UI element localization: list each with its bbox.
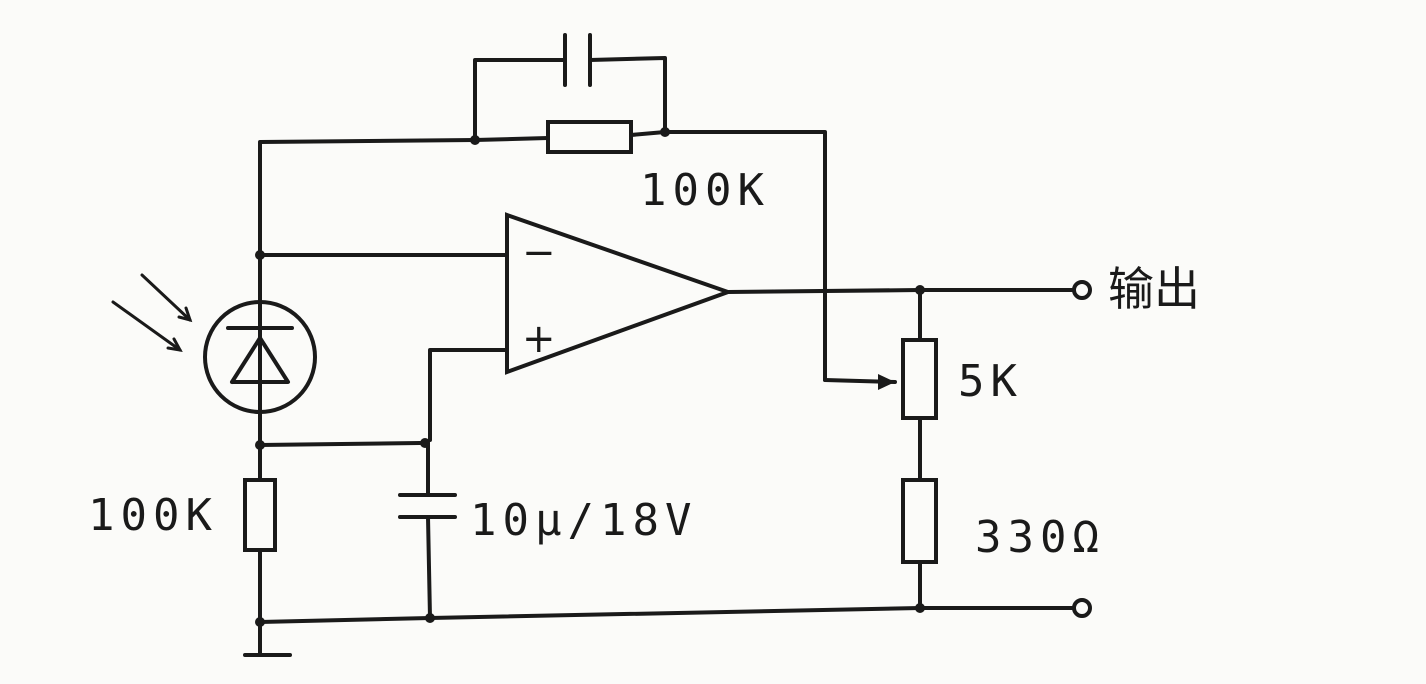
potentiometer-label: 5K (958, 356, 1023, 407)
feedback-cap-wire-right (588, 56, 667, 132)
feedback-resistor-lead-left (473, 136, 550, 142)
output-terminal (1072, 280, 1092, 300)
photodiode-icon (203, 300, 317, 414)
feedback-network (258, 33, 827, 447)
ground-icon (243, 620, 292, 657)
op-amp: − + (505, 212, 734, 375)
output-wire (726, 288, 1077, 294)
ground-rail (258, 606, 1077, 624)
feedback-capacitor-icon (563, 33, 592, 87)
resistor-330 (901, 478, 938, 564)
feedback-cap-wire-left (473, 58, 567, 142)
output-label: 输出 (1108, 262, 1200, 316)
resistor-330-label: 330Ω (975, 512, 1105, 563)
feedback-resistor (546, 120, 633, 154)
capacitor-label: 10μ/18V (470, 495, 697, 546)
light-arrows-icon (111, 273, 193, 352)
capacitor-icon (398, 493, 457, 519)
feedback-wire-right (629, 130, 827, 382)
noninverting-input-sign: + (522, 316, 556, 362)
divider-resistor-label: 100K (88, 490, 218, 541)
op-amp-triangle (505, 212, 734, 375)
potentiometer-5k (901, 338, 938, 420)
noninverting-input-wire (428, 348, 509, 442)
wiper-arrow-icon (878, 374, 895, 390)
divider-resistor-100k (243, 478, 277, 552)
ground-terminal (1072, 598, 1092, 618)
inverting-input-sign: − (522, 230, 556, 276)
feedback-resistor-label: 100K (640, 165, 770, 216)
divider-node-wire (258, 441, 422, 447)
capacitor-lead-bottom (426, 515, 432, 620)
